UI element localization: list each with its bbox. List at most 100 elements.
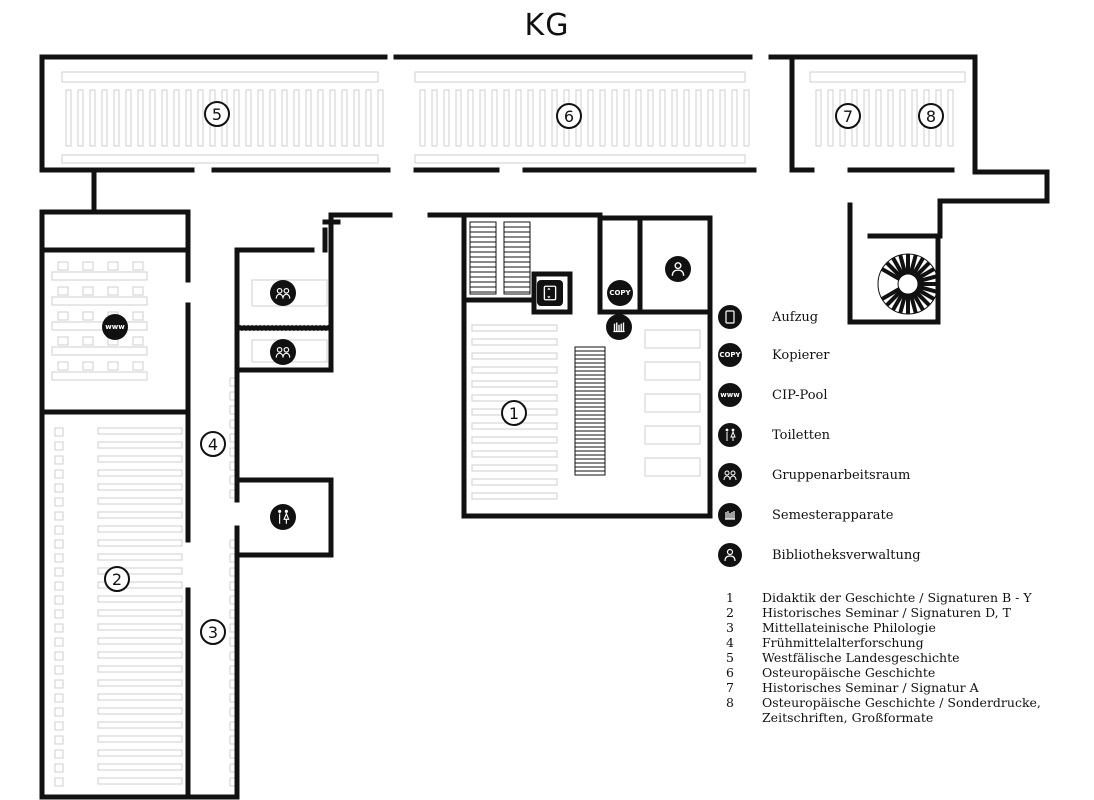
spiral-step [891, 291, 905, 311]
shelf [305, 89, 312, 147]
shelf [635, 89, 642, 147]
shelf [471, 436, 558, 444]
shelf [377, 89, 384, 147]
shelf-bottom [61, 154, 379, 164]
desk [57, 336, 69, 346]
shelf [97, 581, 183, 589]
shelf [97, 567, 183, 575]
elevator-icon[interactable] [537, 280, 563, 306]
room-number-1[interactable]: 1 [501, 400, 527, 426]
shelf [911, 89, 918, 147]
spiral-step [908, 254, 918, 275]
shelf [419, 89, 426, 147]
shelf [257, 89, 264, 147]
shelf [97, 693, 183, 701]
shelf [125, 89, 132, 147]
room-number-8[interactable]: 8 [918, 103, 944, 129]
shelf [54, 749, 64, 759]
room-number-2[interactable]: 2 [104, 566, 130, 592]
administration-icon[interactable] [665, 256, 691, 282]
shelf [54, 469, 64, 479]
shelf [97, 777, 183, 785]
shelf [341, 89, 348, 147]
legend-item-semester-shelf: Semesterapparate [718, 500, 893, 530]
shelf [471, 324, 558, 332]
shelf [479, 89, 486, 147]
shelf [97, 735, 183, 743]
desk [132, 311, 144, 321]
legend-label: Kopierer [772, 347, 830, 363]
hatch [327, 324, 331, 332]
hatch [255, 324, 259, 332]
shelf [97, 427, 183, 435]
walls [39, 54, 1050, 800]
hatch [239, 324, 243, 332]
hatch [275, 324, 279, 332]
desk [57, 311, 69, 321]
spiral-step [908, 293, 918, 314]
desk [82, 261, 94, 271]
shelf [97, 469, 183, 477]
legend-item-cip-pool: www CIP-Pool [718, 380, 828, 410]
spiral-step [915, 267, 935, 281]
shelf-top [61, 71, 379, 83]
shelf [887, 89, 894, 147]
shelf [471, 464, 558, 472]
hatch [247, 324, 251, 332]
shelf [113, 89, 120, 147]
room-number-5[interactable]: 5 [204, 101, 230, 127]
floor-title: KG [524, 8, 570, 43]
spiral-step [891, 257, 905, 277]
wall-segment [39, 409, 191, 800]
room-number-7[interactable]: 7 [835, 103, 861, 129]
shelf [731, 89, 738, 147]
hatch [307, 324, 311, 332]
table [644, 393, 701, 413]
copy-icon[interactable]: COPY [607, 280, 633, 306]
legend-label: Aufzug [772, 309, 819, 325]
wall-segment [461, 215, 713, 519]
legend-label: CIP-Pool [772, 387, 828, 403]
shelf [317, 89, 324, 147]
shelf-top [809, 71, 966, 83]
shelf [161, 89, 168, 147]
shelf [54, 735, 64, 745]
spiral-step [913, 289, 931, 307]
stairs [239, 221, 939, 476]
copy-icon: COPY [718, 343, 742, 367]
shelf [54, 595, 64, 605]
shelf [54, 553, 64, 563]
computer-icon[interactable]: www [102, 314, 128, 340]
semester-shelf-icon[interactable] [606, 314, 632, 340]
desk [82, 361, 94, 371]
wall-segment [328, 212, 603, 225]
legend-label: Gruppenarbeitsraum [772, 467, 911, 483]
hatch [263, 324, 267, 332]
shelf [54, 483, 64, 493]
shelf [54, 539, 64, 549]
hatch [259, 324, 263, 332]
table [644, 425, 701, 445]
toilet-icon[interactable] [270, 504, 296, 530]
legend-item-administration: Bibliotheksverwaltung [718, 540, 921, 570]
shelf [431, 89, 438, 147]
shelf [97, 651, 183, 659]
room-number-3[interactable]: 3 [200, 619, 226, 645]
table [644, 329, 701, 349]
desk [51, 271, 148, 281]
shelf [471, 450, 558, 458]
desk [132, 361, 144, 371]
desk [82, 336, 94, 346]
group-room-icon [718, 463, 742, 487]
shelf [97, 763, 183, 771]
room-number-6[interactable]: 6 [556, 103, 582, 129]
group-room-icon[interactable] [270, 280, 296, 306]
spiral-step [881, 287, 901, 301]
stair-flight [469, 221, 497, 295]
shelf [539, 89, 546, 147]
room-number-4[interactable]: 4 [200, 431, 226, 457]
shelf [671, 89, 678, 147]
group-room-icon[interactable] [270, 339, 296, 365]
